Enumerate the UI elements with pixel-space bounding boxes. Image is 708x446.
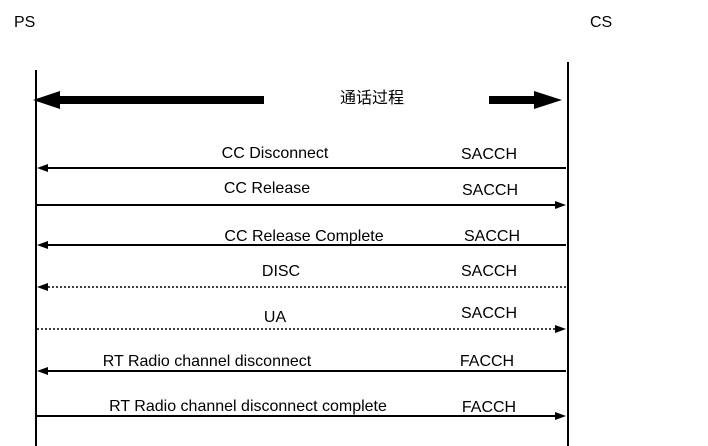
message-label-disc: DISC [261, 263, 301, 280]
message-label-cc-disconnect: CC Disconnect [221, 145, 329, 162]
message-channel-rt-disconnect-complete: FACCH [461, 399, 517, 416]
message-channel-rt-disconnect: FACCH [459, 353, 515, 370]
message-channel-cc-disconnect: SACCH [460, 146, 518, 163]
message-channel-ua: SACCH [460, 305, 518, 322]
message-label-rt-disconnect: RT Radio channel disconnect [102, 353, 312, 370]
phase-arrow-right [489, 91, 562, 109]
message-arrow-cc-release-complete [37, 241, 566, 249]
message-label-rt-disconnect-complete: RT Radio channel disconnect complete [109, 398, 387, 415]
message-arrow-disc [37, 283, 566, 291]
participant-cs: CS [590, 14, 613, 31]
message-label-cc-release-complete: CC Release Complete [224, 228, 384, 245]
message-arrow-ua [37, 325, 566, 333]
message-arrow-rt-disconnect-complete [37, 412, 566, 420]
participant-ps: PS [14, 14, 36, 31]
message-label-cc-release: CC Release [223, 180, 311, 197]
phase-arrow-left [33, 91, 264, 109]
phase-label: 通话过程 [340, 90, 405, 107]
message-arrow-cc-disconnect [37, 164, 566, 172]
message-channel-cc-release: SACCH [461, 182, 519, 199]
message-label-ua: UA [263, 309, 287, 326]
message-arrow-rt-disconnect [37, 367, 566, 375]
message-channel-cc-release-complete: SACCH [463, 228, 521, 245]
message-arrow-cc-release [37, 201, 566, 209]
message-channel-disc: SACCH [460, 263, 518, 280]
